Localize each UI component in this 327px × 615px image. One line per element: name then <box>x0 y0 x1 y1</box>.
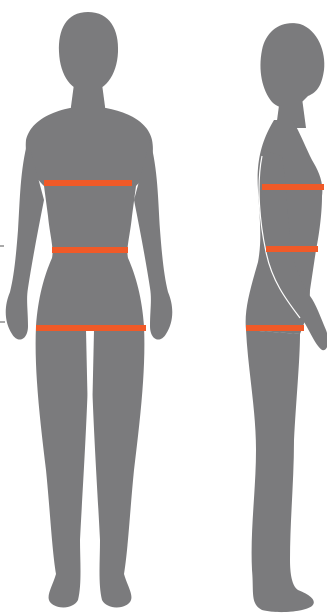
side-waist-line <box>266 246 318 252</box>
front-hips-line <box>36 325 146 331</box>
side-leg <box>246 330 314 612</box>
front-left-leg <box>36 326 88 607</box>
front-leg-gap <box>86 330 94 420</box>
front-bust-line <box>44 180 132 186</box>
side-head <box>260 23 324 109</box>
side-bust-line <box>262 184 324 190</box>
side-view-figure <box>246 23 327 612</box>
front-torso <box>26 108 153 326</box>
side-hips-line <box>246 325 304 331</box>
front-view-figure <box>6 12 173 607</box>
front-waist-line <box>52 247 128 253</box>
front-head <box>59 12 118 92</box>
front-right-leg <box>92 326 144 607</box>
